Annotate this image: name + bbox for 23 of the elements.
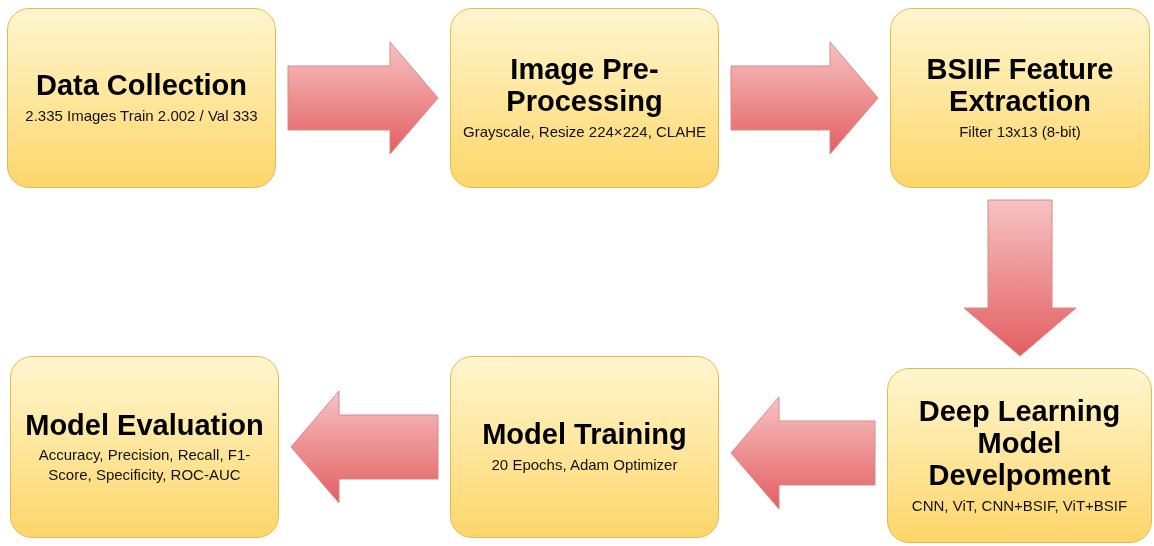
step-description: CNN, ViT, CNN+BSIF, ViT+BSIF xyxy=(911,495,1128,516)
block-arrow xyxy=(290,390,439,504)
process-box xyxy=(7,8,276,188)
process-box xyxy=(887,368,1152,543)
step-title: BSIIF Feature Extraction xyxy=(925,54,1115,119)
process-box xyxy=(890,8,1150,188)
process-box xyxy=(450,356,719,538)
process-box xyxy=(450,8,719,188)
block-arrow xyxy=(963,199,1077,357)
step-description: 20 Epochs, Adam Optimizer xyxy=(491,455,678,475)
step-description: Accuracy, Precision, Recall, F1-Score, Specificity, ROC-AUC xyxy=(37,445,252,485)
step-title: Model Training xyxy=(482,419,687,452)
block-arrow xyxy=(730,41,879,155)
process-box xyxy=(10,356,279,538)
step-title: Deep Learning Model Develpoment xyxy=(917,395,1122,492)
block-arrow xyxy=(287,41,439,155)
step-description: Grayscale, Resize 224×224, CLAHE xyxy=(462,122,706,142)
step-description: 2.335 Images Train 2.002 / Val 333 xyxy=(25,106,258,126)
step-title: Data Collection xyxy=(35,70,248,103)
step-title: Model Evaluation xyxy=(25,409,264,442)
step-description: Filter 13x13 (8-bit) xyxy=(959,122,1081,142)
step-title: Image Pre-Processing xyxy=(505,54,664,119)
block-arrow xyxy=(730,396,876,510)
